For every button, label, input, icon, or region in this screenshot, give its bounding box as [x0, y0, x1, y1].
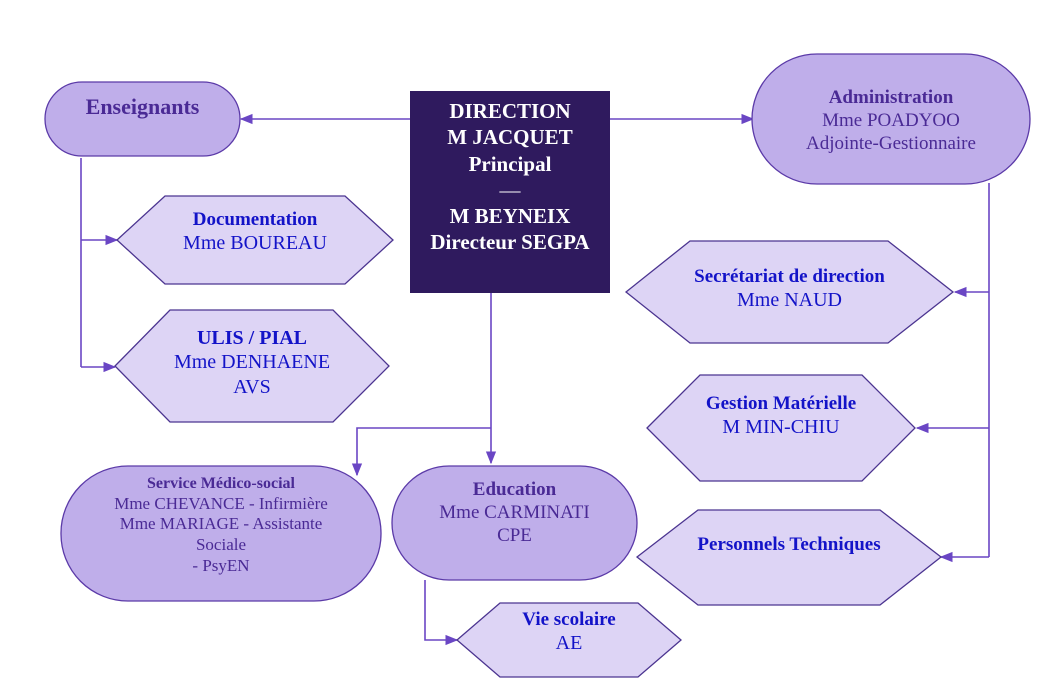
secretariat-label: Secrétariat de direction Mme NAUD	[626, 265, 953, 313]
administration-box	[751, 53, 1031, 185]
direction-principal-role: Principal	[468, 151, 552, 176]
direction-principal-name: M JACQUET	[447, 125, 573, 150]
administration-role: Adjointe-Gestionnaire	[806, 133, 976, 155]
personnels-techniques-title: Personnels Techniques	[697, 534, 881, 555]
medico-social-line-1: Mme CHEVANCE - Infirmière	[114, 493, 328, 513]
secretariat-box	[624, 240, 955, 344]
vie-scolaire-role: AE	[555, 632, 583, 655]
enseignants-title: Enseignants	[85, 94, 200, 119]
direction-label: DIRECTION M JACQUET Principal — M BEYNEI…	[410, 98, 610, 256]
vie-scolaire-label: Vie scolaire AE	[457, 608, 681, 656]
gestion-materielle-box	[646, 374, 916, 482]
personnels-techniques-label: Personnels Techniques	[637, 533, 941, 556]
administration-label: Administration Mme POADYOO Adjointe-Gest…	[752, 86, 1030, 156]
documentation-box	[116, 195, 394, 285]
medico-social-label: Service Médico-social Mme CHEVANCE - Inf…	[61, 474, 381, 576]
gestion-materielle-label: Gestion Matérielle M MIN-CHIU	[647, 392, 915, 440]
documentation-person: Mme BOUREAU	[183, 232, 327, 255]
documentation-label: Documentation Mme BOUREAU	[117, 208, 393, 256]
direction-segpa-role: Directeur SEGPA	[430, 230, 590, 255]
medico-social-line-3: Sociale	[195, 534, 247, 554]
enseignants-box	[44, 81, 241, 157]
gestion-materielle-title: Gestion Matérielle	[705, 393, 857, 414]
medico-social-line-4: - PsyEN	[192, 555, 250, 575]
education-box	[391, 465, 638, 581]
medico-social-box	[60, 465, 382, 602]
direction-segpa-name: M BEYNEIX	[449, 204, 571, 228]
education-person: Mme CARMINATI	[439, 502, 590, 524]
ulis-box	[114, 309, 390, 423]
ulis-person: Mme DENHAENE	[173, 351, 331, 374]
documentation-title: Documentation	[192, 209, 318, 230]
secretariat-title: Secrétariat de direction	[694, 266, 885, 287]
ulis-title: ULIS / PIAL	[196, 327, 308, 349]
administration-title: Administration	[828, 87, 954, 108]
direction-title: DIRECTION	[449, 99, 571, 123]
medico-social-line-2: Mme MARIAGE - Assistante	[119, 514, 323, 534]
vie-scolaire-box	[456, 602, 682, 678]
education-role: CPE	[497, 525, 532, 547]
administration-person: Mme POADYOO	[822, 110, 960, 132]
ulis-role: AVS	[233, 375, 271, 398]
education-title: Education	[472, 479, 557, 500]
connector-education-vie-scolaire	[424, 580, 459, 646]
enseignants-label: Enseignants	[45, 94, 240, 121]
connector-direction-medico	[351, 427, 491, 477]
ulis-label: ULIS / PIAL Mme DENHAENE AVS	[115, 326, 389, 399]
secretariat-person: Mme NAUD	[737, 289, 842, 312]
vie-scolaire-title: Vie scolaire	[522, 609, 616, 630]
personnels-techniques-box	[635, 509, 943, 606]
gestion-materielle-person: M MIN-CHIU	[722, 416, 840, 439]
medico-social-title: Service Médico-social	[147, 475, 295, 492]
education-label: Education Mme CARMINATI CPE	[392, 478, 637, 548]
direction-separator: —	[499, 177, 521, 202]
direction-box	[410, 91, 610, 293]
